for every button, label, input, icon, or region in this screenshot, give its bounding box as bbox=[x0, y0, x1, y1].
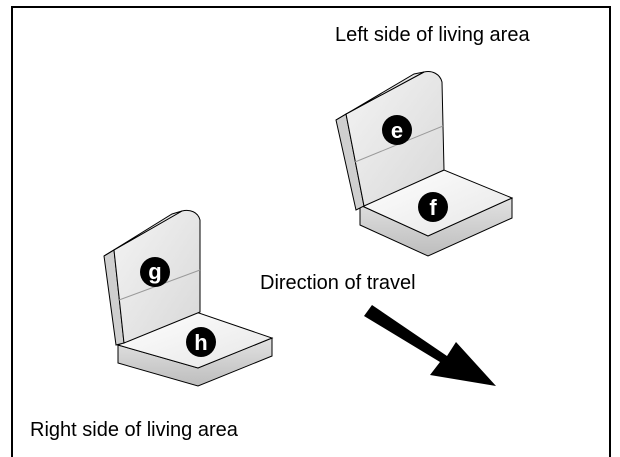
left-side-label: Left side of living area bbox=[335, 24, 530, 46]
right-seat bbox=[103, 209, 274, 387]
direction-arrow-icon bbox=[364, 305, 496, 386]
direction-label: Direction of travel bbox=[260, 272, 416, 294]
badge-f: f bbox=[418, 192, 448, 222]
right-side-label: Right side of living area bbox=[30, 419, 238, 441]
frame-top bbox=[11, 6, 611, 8]
badge-g: g bbox=[140, 257, 170, 287]
left-seat-back-top bbox=[335, 71, 425, 121]
badge-h-label: h bbox=[194, 330, 207, 355]
left-seat bbox=[335, 71, 514, 257]
badge-e: e bbox=[382, 115, 412, 145]
frame-left bbox=[11, 6, 13, 457]
badge-e-label: e bbox=[391, 118, 403, 143]
badge-h: h bbox=[186, 327, 216, 357]
badge-f-label: f bbox=[429, 195, 437, 220]
right-seat-back-top bbox=[103, 210, 183, 257]
frame-right bbox=[609, 6, 611, 457]
badge-g-label: g bbox=[148, 259, 161, 284]
